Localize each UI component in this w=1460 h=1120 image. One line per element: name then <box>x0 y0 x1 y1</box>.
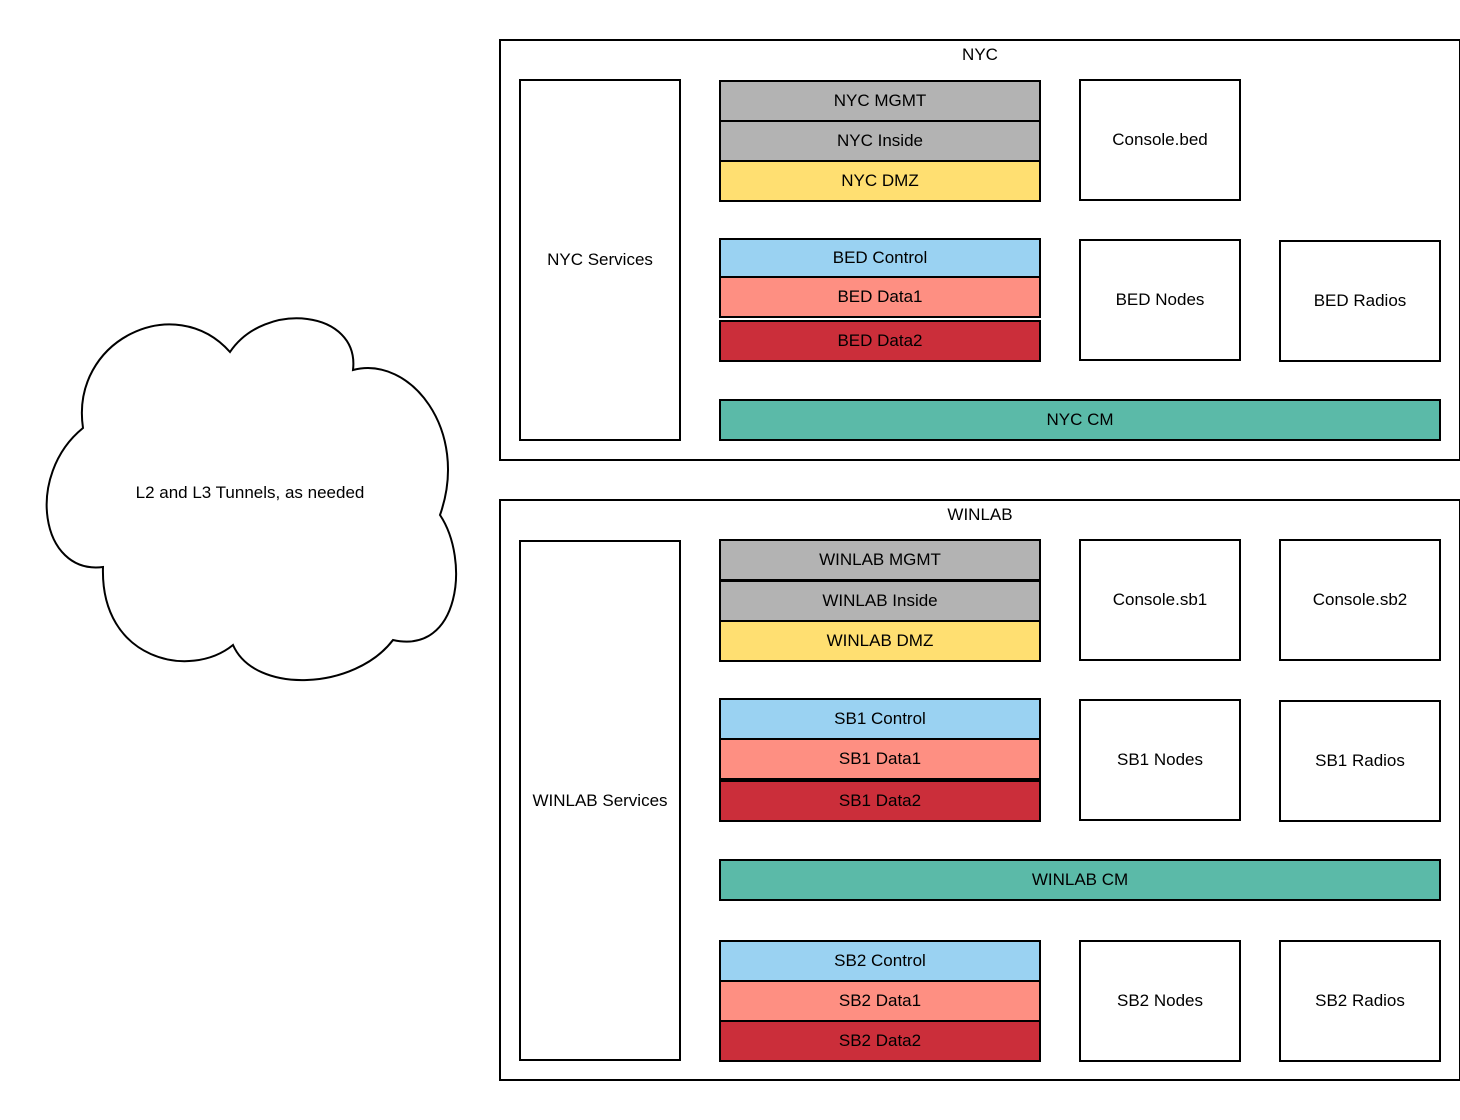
winlab-mgmt-label: WINLAB MGMT <box>819 550 941 569</box>
winlab-dmz-label: WINLAB DMZ <box>826 631 934 650</box>
nyc-site-title: NYC <box>962 45 998 64</box>
winlab-cm-bar: WINLAB CM <box>719 859 1441 901</box>
sb1-nodes-label: SB1 Nodes <box>1117 750 1203 769</box>
sb1-data2-label: SB1 Data2 <box>838 791 922 810</box>
bed-data1-bar: BED Data1 <box>719 276 1041 318</box>
console-sb1-label: Console.sb1 <box>1112 590 1208 609</box>
sb2-data1-label: SB2 Data1 <box>838 991 922 1010</box>
nyc-mgmt-label: NYC MGMT <box>833 91 927 110</box>
console-bed-box: Console.bed <box>1079 79 1241 201</box>
bed-control-bar: BED Control <box>719 238 1041 278</box>
sb1-control-bar: SB1 Control <box>719 698 1041 740</box>
nyc-dmz-bar: NYC DMZ <box>719 160 1041 202</box>
sb2-nodes-box: SB2 Nodes <box>1079 940 1241 1062</box>
nyc-mgmt-bar: NYC MGMT <box>719 80 1041 122</box>
cloud-shape <box>45 317 458 682</box>
sb1-data1-label: SB1 Data1 <box>838 749 922 768</box>
nyc-services-box: NYC Services <box>519 79 681 441</box>
sb1-control-label: SB1 Control <box>834 709 926 728</box>
nyc-inside-bar: NYC Inside <box>719 120 1041 162</box>
sb2-radios-box: SB2 Radios <box>1279 940 1441 1062</box>
bed-radios-box: BED Radios <box>1279 240 1441 362</box>
bed-nodes-box: BED Nodes <box>1079 239 1241 361</box>
sb1-data1-bar: SB1 Data1 <box>719 738 1041 780</box>
console-bed-label: Console.bed <box>1112 130 1208 149</box>
nyc-dmz-label: NYC DMZ <box>841 171 919 190</box>
winlab-services-label: WINLAB Services <box>532 790 668 810</box>
sb1-radios-box: SB1 Radios <box>1279 700 1441 822</box>
bed-control-label: BED Control <box>832 248 928 267</box>
bed-data2-label: BED Data2 <box>837 331 923 350</box>
nyc-inside-label: NYC Inside <box>837 131 923 150</box>
cloud-label: L2 and L3 Tunnels, as needed <box>135 483 365 502</box>
sb2-control-label: SB2 Control <box>834 951 926 970</box>
bed-nodes-label: BED Nodes <box>1115 290 1205 309</box>
sb1-radios-label: SB1 Radios <box>1315 751 1405 770</box>
console-sb1-box: Console.sb1 <box>1079 539 1241 661</box>
sb2-radios-label: SB2 Radios <box>1315 991 1405 1010</box>
sb1-data2-bar: SB1 Data2 <box>719 780 1041 822</box>
console-sb2-box: Console.sb2 <box>1279 539 1441 661</box>
bed-radios-label: BED Radios <box>1313 291 1407 310</box>
winlab-mgmt-bar: WINLAB MGMT <box>719 539 1041 581</box>
sb2-data2-label: SB2 Data2 <box>838 1031 922 1050</box>
winlab-site-title: WINLAB <box>947 505 1013 524</box>
sb2-nodes-label: SB2 Nodes <box>1117 991 1203 1010</box>
nyc-cm-bar: NYC CM <box>719 399 1441 441</box>
winlab-dmz-bar: WINLAB DMZ <box>719 620 1041 662</box>
sb2-data2-bar: SB2 Data2 <box>719 1020 1041 1062</box>
nyc-cm-label: NYC CM <box>1046 410 1114 429</box>
sb2-control-bar: SB2 Control <box>719 940 1041 982</box>
bed-data2-bar: BED Data2 <box>719 320 1041 362</box>
winlab-inside-label: WINLAB Inside <box>822 591 938 610</box>
bed-data1-label: BED Data1 <box>837 287 923 306</box>
winlab-cm-label: WINLAB CM <box>1031 870 1129 889</box>
sb1-nodes-box: SB1 Nodes <box>1079 699 1241 821</box>
sb2-data1-bar: SB2 Data1 <box>719 980 1041 1022</box>
winlab-inside-bar: WINLAB Inside <box>719 580 1041 622</box>
winlab-services-box: WINLAB Services <box>519 540 681 1061</box>
nyc-services-label: NYC Services <box>547 250 653 269</box>
console-sb2-label: Console.sb2 <box>1312 590 1408 609</box>
